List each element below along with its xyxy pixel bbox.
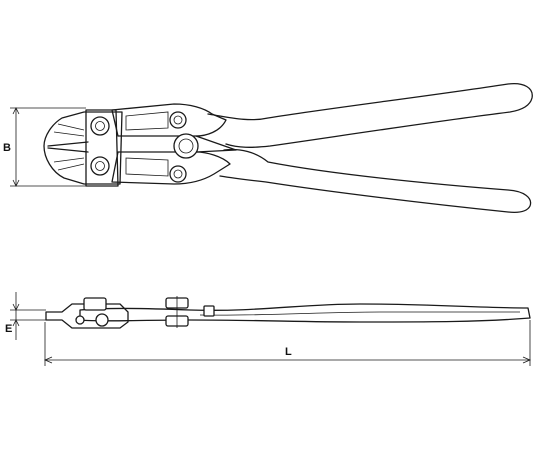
jaw-side-plate: [85, 109, 119, 187]
center-link: [195, 135, 237, 153]
jaw-pivot-bolt-lower: [90, 156, 110, 176]
jaw-head: [43, 111, 123, 185]
bolt-cutter-top-view: B: [3, 82, 533, 213]
side-jaw-bolt: [83, 297, 107, 311]
side-jaw-pin: [75, 315, 85, 325]
lever-pivot-upper-inner: [173, 115, 183, 125]
jaw-pivot-bolt-lower-inner: [95, 161, 105, 171]
side-handle-center-line: [199, 311, 520, 316]
side-handle-body: [79, 303, 531, 323]
jaw-pivot-bolt-upper: [90, 116, 110, 136]
lower-handle: [219, 148, 532, 213]
dimension-b: B: [3, 107, 86, 187]
upper-lever-arm: [111, 103, 227, 137]
dimension-e-label: E: [5, 323, 12, 335]
upper-plate-detail: [125, 111, 169, 131]
jaw-lower-bevel: [53, 157, 85, 171]
bolt-cutter-side-view: E L: [5, 292, 532, 366]
side-jaw-head: [45, 303, 129, 329]
adjustment-bolt: [173, 133, 199, 159]
lever-pivot-upper: [169, 111, 187, 129]
upper-handle: [207, 82, 533, 148]
dimension-e: E: [5, 292, 46, 340]
lower-plate-detail: [125, 157, 169, 177]
side-handle-stop: [203, 305, 215, 317]
lever-pivot-lower: [169, 165, 187, 183]
dimension-l: L: [43, 320, 532, 366]
adjustment-bolt-inner: [178, 138, 194, 154]
lower-lever-arm: [111, 151, 231, 185]
lever-pivot-lower-inner: [173, 169, 183, 179]
jaw-cutting-edge: [47, 141, 89, 153]
jaw-pivot-bolt-upper-inner: [95, 121, 105, 131]
side-jaw-nut: [95, 313, 109, 327]
jaw-upper-bevel: [53, 123, 85, 137]
dimension-b-label: B: [3, 142, 11, 154]
dimension-l-label: L: [285, 346, 292, 358]
